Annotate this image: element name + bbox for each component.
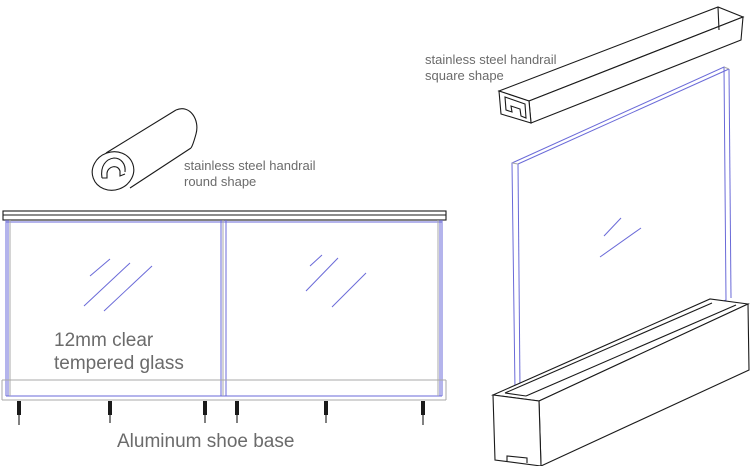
anchor-bolt	[235, 401, 239, 423]
shoe-base-channel-illustration	[490, 298, 750, 466]
anchor-bolt	[108, 401, 112, 423]
anchor-bolt	[203, 401, 207, 423]
glass-label-line1: 12mm clear	[54, 330, 154, 351]
glass-label: 12mm clear tempered glass	[54, 329, 184, 375]
round-handrail-label-line2: round shape	[184, 174, 257, 189]
square-handrail-illustration	[497, 6, 745, 124]
anchor-bolt	[17, 401, 21, 425]
round-handrail-illustration	[91, 108, 198, 191]
anchor-bolt	[324, 401, 328, 423]
square-handrail-label: stainless steel handrail square shape	[425, 52, 557, 84]
glass-label-line2: tempered glass	[54, 353, 184, 374]
glass-railing-elevation	[1, 210, 447, 425]
round-handrail-label-line1: stainless steel handrail	[184, 158, 316, 173]
square-handrail-label-line2: square shape	[425, 68, 504, 83]
square-handrail-label-line1: stainless steel handrail	[425, 52, 557, 67]
round-handrail-label: stainless steel handrail round shape	[184, 158, 316, 190]
anchor-bolt	[421, 401, 425, 425]
shoe-base-label: Aluminum shoe base	[117, 431, 295, 452]
glass-panel-perspective	[511, 66, 732, 391]
